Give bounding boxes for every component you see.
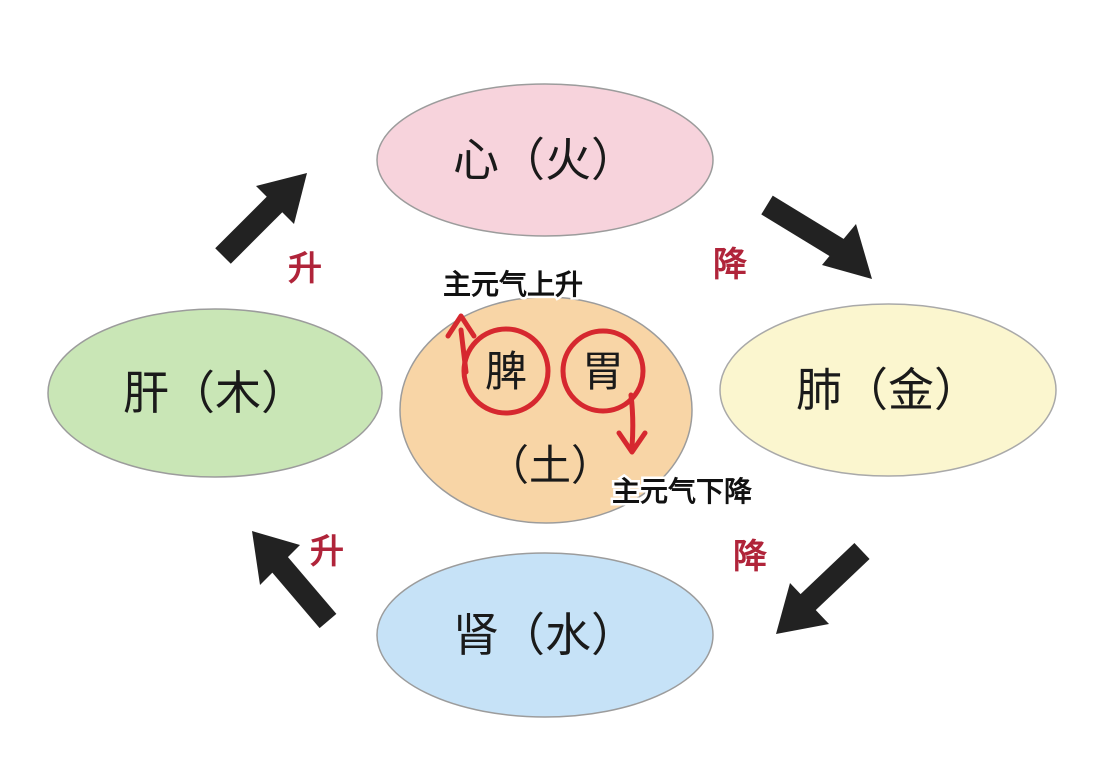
heart-label: 心（火）	[453, 133, 637, 187]
lung-node: 肺（金）	[719, 303, 1057, 477]
kidney-to-liver-arrow-icon	[252, 531, 337, 629]
center-ellipse	[399, 296, 693, 524]
stomach-label: 胃	[582, 347, 624, 396]
descend-label-top: 降	[713, 245, 748, 285]
liver-node: 肝（木）	[47, 308, 383, 478]
qi-up-arrow-icon	[445, 313, 477, 375]
ascend-label-bottom: 升	[310, 532, 344, 572]
ascend-label-top: 升	[288, 249, 322, 289]
kidney-label: 肾（水）	[453, 608, 637, 662]
kidney-ellipse	[376, 552, 714, 718]
liver-to-heart-arrow-icon	[215, 173, 307, 264]
lung-label: 肺（金）	[796, 363, 980, 417]
earth-label: （土）	[487, 441, 613, 490]
spleen-label: 脾	[485, 347, 527, 396]
lung-ellipse	[719, 303, 1057, 477]
stomach-circle	[560, 328, 646, 414]
liver-label: 肝（木）	[123, 366, 307, 420]
heart-ellipse	[376, 83, 714, 237]
qi-down-arrow-icon	[616, 392, 648, 455]
lung-to-kidney-arrow-icon	[776, 543, 870, 634]
heart-node: 心（火）	[376, 83, 714, 237]
liver-ellipse	[47, 308, 383, 478]
center-node: 脾 胃 （土）	[399, 296, 693, 524]
qi-down-label: 主元气下降	[612, 475, 753, 508]
qi-up-label: 主元气上升	[443, 268, 583, 301]
heart-to-lung-arrow-icon	[761, 195, 872, 279]
descend-label-bottom: 降	[733, 537, 768, 577]
kidney-node: 肾（水）	[376, 552, 714, 718]
